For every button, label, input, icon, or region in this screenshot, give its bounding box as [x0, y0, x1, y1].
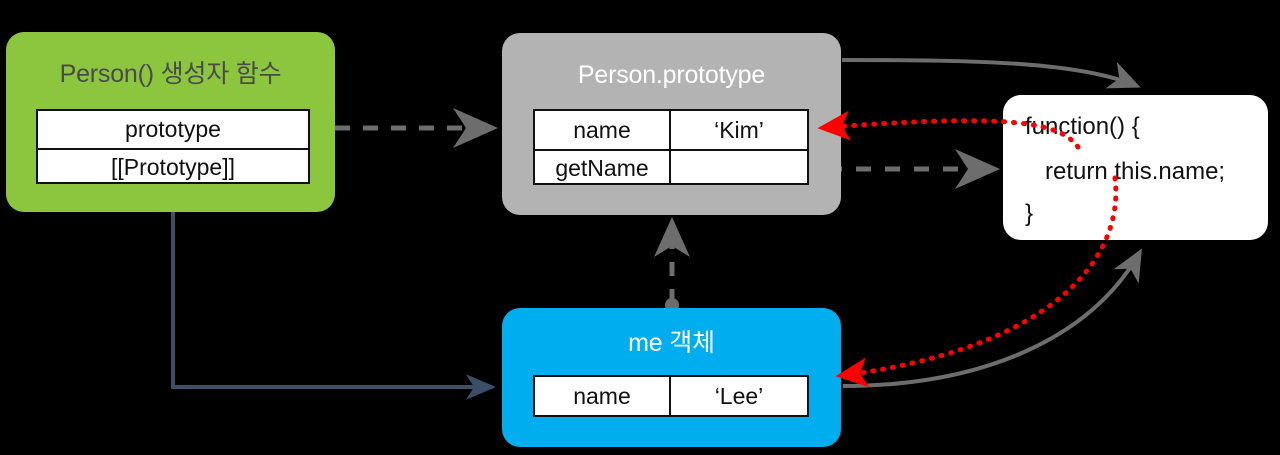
- table-row: name ‘Kim’: [535, 111, 807, 149]
- table-row: [[Prototype]]: [38, 148, 308, 184]
- instance-property-key-name: name: [535, 377, 671, 415]
- constructor-slot-table: prototype [[Prototype]]: [36, 109, 310, 184]
- table-row: name ‘Lee’: [535, 377, 807, 415]
- prototype-property-table: name ‘Kim’ getName: [533, 109, 809, 185]
- arrow-prototype-to-function-top: [841, 58, 1141, 89]
- arrow-instance-to-function: [842, 248, 1142, 388]
- arrow-this-name-to-instance-lee: [835, 175, 1119, 388]
- arrow-constructor-to-instance: [171, 205, 496, 400]
- table-row: prototype: [38, 111, 308, 148]
- constructor-box-title: Person() 생성자 함수: [59, 60, 282, 88]
- prototype-box: Person.prototype name ‘Kim’ getName: [502, 33, 841, 215]
- instance-property-value-name: ‘Lee’: [714, 382, 764, 409]
- constructor-slot-prototype: prototype: [125, 116, 221, 142]
- table-row: getName: [535, 149, 807, 185]
- arrow-this-name-to-prototype-kim: [817, 110, 1081, 150]
- instance-box-title: me 객체: [628, 329, 715, 357]
- function-code-line-3: }: [1025, 200, 1034, 227]
- prototype-box-title: Person.prototype: [577, 61, 766, 89]
- prototype-property-value-name: ‘Kim’: [714, 116, 764, 143]
- constructor-slot-internal-prototype: [[Prototype]]: [110, 153, 235, 180]
- instance-property-table: name ‘Lee’: [533, 375, 809, 417]
- constructor-box: Person() 생성자 함수 prototype [[Prototype]]: [6, 32, 335, 212]
- instance-box: me 객체 name ‘Lee’: [502, 308, 841, 447]
- function-code-line-2: return this.name;: [1045, 158, 1226, 185]
- prototype-property-key-name: name: [535, 111, 671, 149]
- prototype-property-key-getname: getName: [535, 151, 671, 185]
